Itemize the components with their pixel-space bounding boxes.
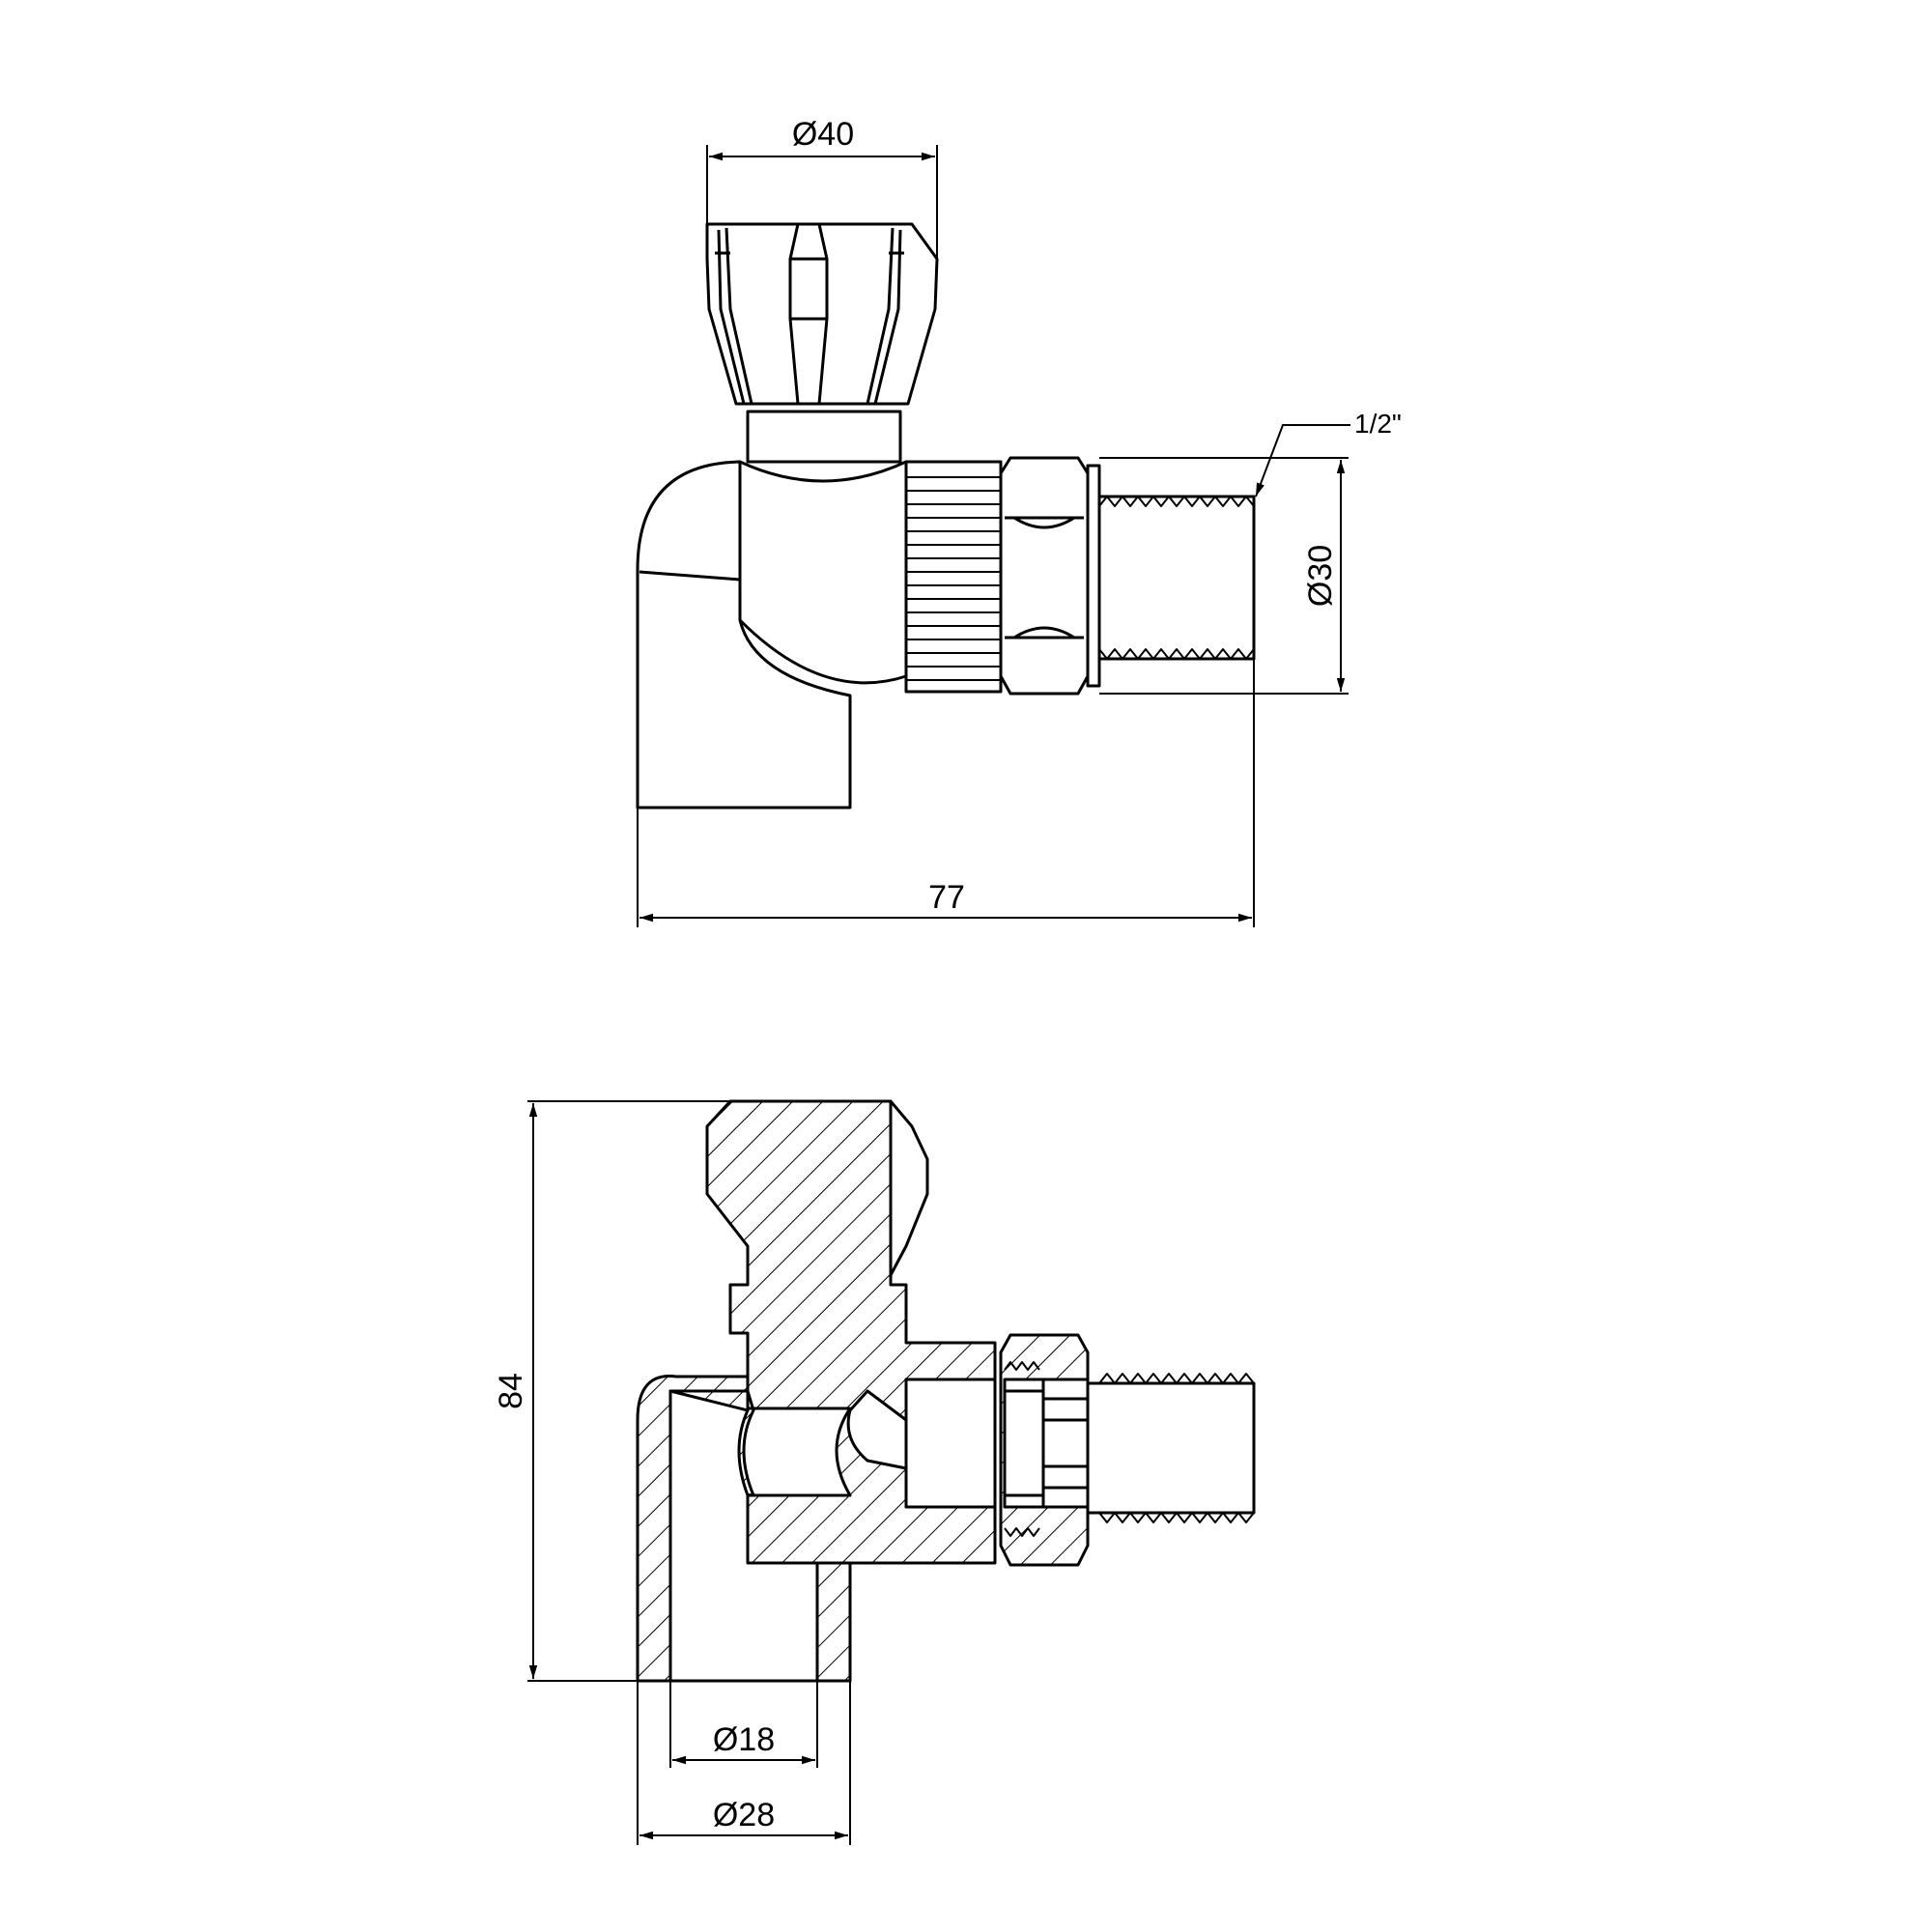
inner-diameter-label: Ø18 (713, 1721, 775, 1758)
section-view-valve (636, 1099, 1256, 1683)
elbow-socket (636, 460, 852, 810)
handwheel-knob (705, 222, 939, 406)
section-threaded-tail (1086, 1381, 1256, 1515)
overall-height-label: 84 (493, 1373, 529, 1409)
section-knob-stem (705, 1099, 997, 1565)
section-bore-channel (904, 1378, 997, 1509)
top-view-dimensions (637, 145, 1350, 927)
knurled-ring (904, 460, 1003, 694)
section-thread-lines (1004, 1361, 1255, 1537)
threaded-tail (1097, 495, 1256, 661)
thread-lines (1098, 496, 1255, 660)
knob-diameter-label: Ø40 (792, 116, 854, 153)
thread-size-label: 1/2" (1354, 409, 1402, 439)
stem-neck (746, 410, 902, 464)
leader-thread (1255, 424, 1350, 497)
union-nut (999, 456, 1090, 696)
knurl-lines (906, 476, 1001, 681)
section-view-dimensions (527, 1100, 851, 1845)
outer-diameter-label: Ø28 (713, 1797, 775, 1833)
valve-body (729, 460, 908, 685)
top-view-valve (636, 222, 1256, 810)
overall-length-label: 77 (928, 879, 965, 916)
union-diameter-label: Ø30 (1302, 545, 1339, 607)
